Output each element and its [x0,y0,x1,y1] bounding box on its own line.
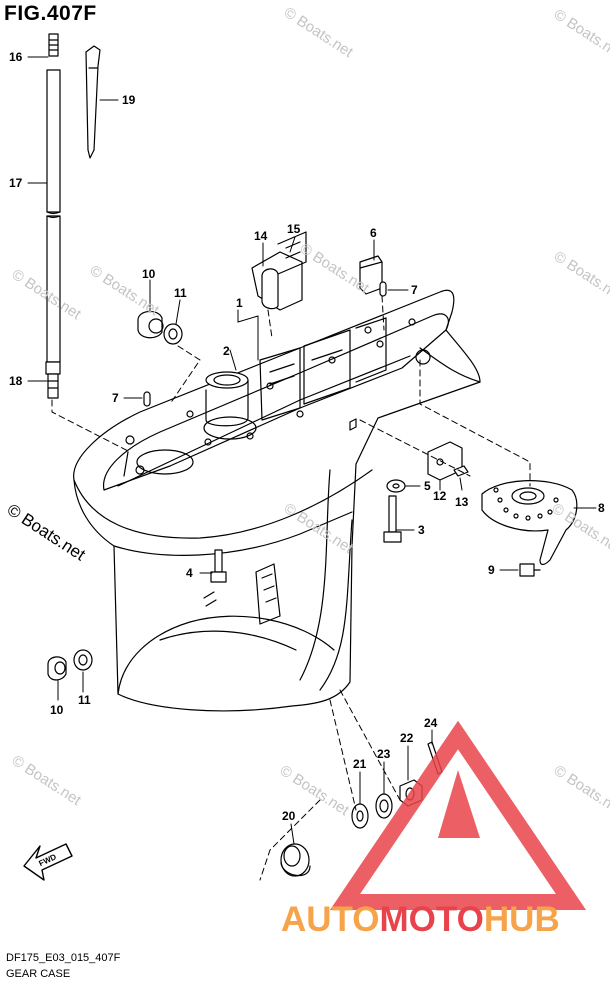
figure-name: GEAR CASE [6,968,71,980]
part-11-gasket-lower [73,649,93,671]
part-23-spacer [375,793,393,819]
callout-6: 6 [370,226,377,240]
callout-9: 9 [488,563,495,577]
figure-title: FIG.407F [4,2,97,25]
callout-10-lower: 10 [50,703,64,717]
part-19-tie-strap [85,45,101,159]
callout-18: 18 [9,374,23,388]
callout-11-upper: 11 [174,286,187,300]
part-7-dowel-upper [379,281,387,297]
brand-part-3: HUB [483,900,560,939]
part-18-rod-end [45,361,61,399]
figure-code: DF175_E03_015_407F [6,952,121,964]
callout-17: 17 [9,176,23,190]
callout-labels: 16 19 17 18 14 15 6 7 10 11 1 2 7 5 12 1… [9,50,605,868]
callout-20: 20 [282,809,296,823]
part-17-shift-rod [46,69,61,363]
part-16-wire-end [48,33,59,57]
callout-19: 19 [122,93,136,107]
brand-logo-text: AUTOMOTOHUB [281,900,560,940]
callout-2: 2 [223,344,230,358]
callout-24: 24 [424,716,438,730]
callout-1: 1 [236,296,243,310]
part-10-plug-lower [47,656,67,681]
part-20-bushing [280,843,311,877]
part-5-washer [386,479,406,493]
callout-4: 4 [186,566,193,580]
part-4-bolt [210,549,227,583]
part-21-washer [351,803,369,829]
part-9-bolt [519,563,541,577]
callout-15: 15 [287,222,301,236]
callout-22: 22 [400,731,414,745]
part-3-bolt [383,495,402,543]
callout-12: 12 [433,489,447,503]
callout-11-lower: 11 [78,693,91,707]
callout-10-upper: 10 [142,267,156,281]
callout-3: 3 [418,523,425,537]
brand-logo-mark [329,720,587,910]
gear-case-body [73,289,481,712]
callout-16: 16 [9,50,23,64]
fwd-arrow-icon [23,843,73,881]
callout-5: 5 [424,479,431,493]
brand-part-1: AUTO [281,900,380,939]
callout-14: 14 [254,229,268,243]
callout-21: 21 [353,757,367,771]
callout-23: 23 [377,747,391,761]
dashed-guides [51,295,531,881]
callout-7-upper: 7 [411,283,418,297]
part-8-trim-tab [481,480,578,566]
callout-8: 8 [598,501,605,515]
callout-13: 13 [455,495,469,509]
leader-lines [27,56,597,845]
part-10-plug-upper [137,310,164,339]
callout-7-lower: 7 [112,391,119,405]
brand-part-2: MOTO [379,900,484,939]
part-14-15-seal [251,231,307,311]
part-11-gasket-upper [163,323,183,345]
part-7-dowel-lower [143,391,151,407]
